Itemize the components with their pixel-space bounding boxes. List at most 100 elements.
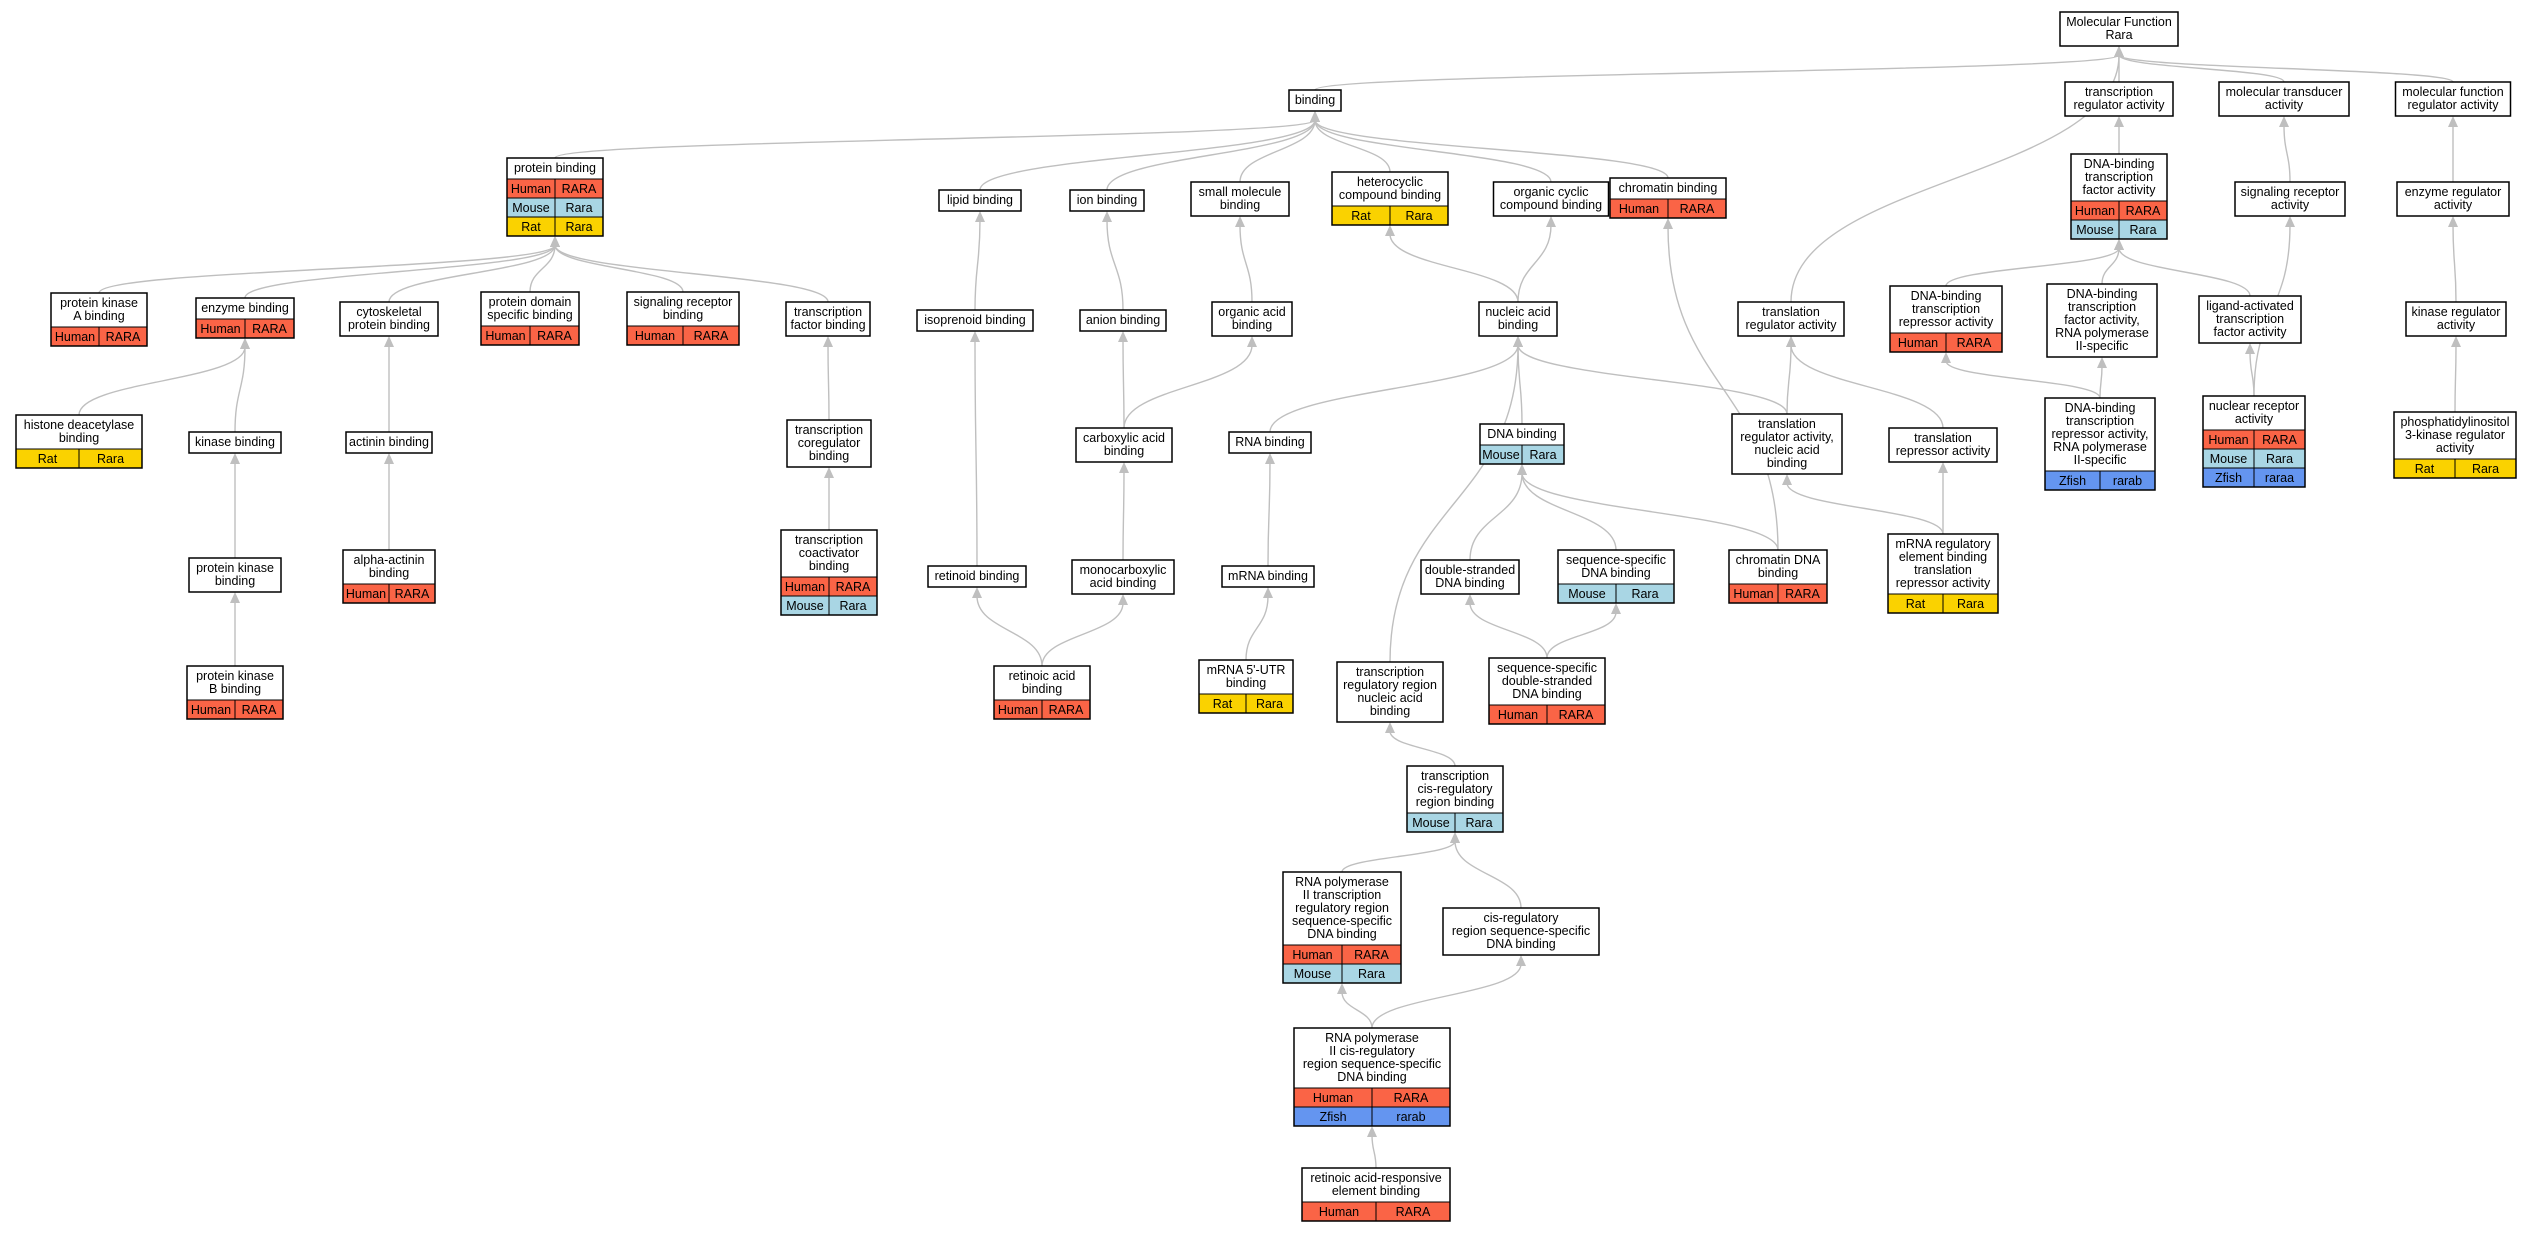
term-node-rnab[interactable]: RNA binding [1228,431,1312,454]
edge-oab-to-smb [1239,224,1253,303]
term-node-background [346,432,432,453]
term-label-line: nucleic acid [1357,691,1422,705]
edge-nab-to-occb [1517,224,1552,303]
species-label: Mouse [1482,448,1520,462]
term-label-line: chromatin binding [1619,181,1718,195]
term-label-line: factor activity [2083,183,2157,197]
term-node-border [2234,181,2346,217]
term-node-border [927,565,1027,588]
gene-symbol-label: RARA [562,182,597,196]
species-label: Zfish [2059,474,2086,488]
gene-symbol-label: RARA [2126,204,2161,218]
term-label-line: retinoic acid [1009,669,1076,683]
edge-arrowhead [1941,352,1951,363]
gene-symbol-label: RARA [1396,1205,1431,1219]
term-node-actb[interactable]: actinin binding [345,431,433,454]
term-node-border [506,157,604,237]
term-node-lipid[interactable]: lipid binding [938,189,1022,212]
gene-symbol-label: RARA [1957,336,1992,350]
term-node-border [186,665,284,720]
term-node-kinb[interactable]: kinase binding [188,431,282,454]
term-label-line: binding [1226,676,1266,690]
term-label-line: II-specific [2074,453,2127,467]
term-node-background [1732,414,1842,474]
species-label: Human [1292,948,1332,962]
term-node-ion[interactable]: ion binding [1069,189,1145,212]
term-node-binding[interactable]: binding [1288,89,1342,112]
term-label-line: region sequence-specific [1452,924,1590,938]
term-node-background [1738,302,1844,336]
term-node-iso[interactable]: isoprenoid binding [916,309,1034,332]
term-label-line: B binding [209,682,261,696]
term-node-anion[interactable]: anion binding [1079,309,1167,332]
term-node-mrnab[interactable]: mRNA binding [1221,565,1315,588]
term-node-retb[interactable]: retinoid binding [927,565,1027,588]
gene-symbol-label: RARA [1354,948,1389,962]
term-label-line: actinin binding [349,435,429,449]
edge-arrowhead [1102,211,1112,222]
term-node-border [916,309,1034,332]
term-node-background [1421,560,1519,594]
term-label-line: sequence-specific [1497,661,1597,675]
term-label-line: binding [215,574,255,588]
term-node-border [1190,181,1290,217]
term-label-line: region sequence-specific [1303,1057,1441,1071]
gene-symbol-label: Rara [2129,223,2156,237]
term-node-border [1301,1167,1451,1222]
edge-rnap2cis-to-rnap2 [1341,991,1373,1029]
term-node-border [1557,549,1675,604]
